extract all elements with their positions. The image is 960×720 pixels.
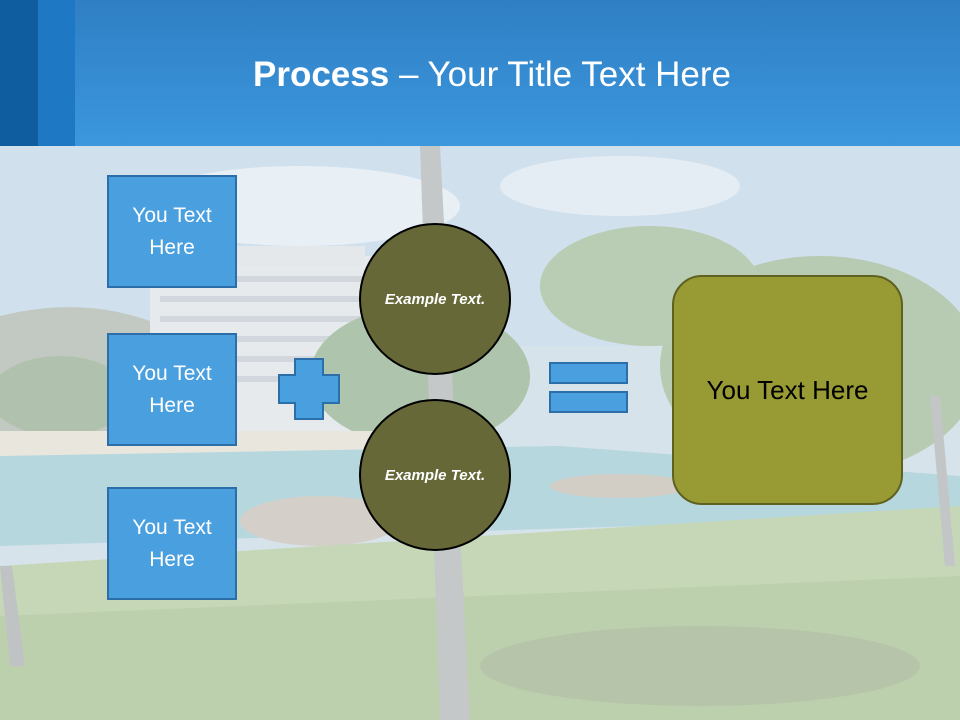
input-box-2: You Text Here xyxy=(107,333,237,446)
accent-strip-dark xyxy=(0,0,38,146)
slide-title-bold: Process xyxy=(253,55,390,94)
accent-strip-light xyxy=(38,0,75,146)
title-bar xyxy=(0,0,960,146)
example-circle-2: Example Text. xyxy=(359,399,511,551)
result-box: You Text Here xyxy=(672,275,903,505)
slide-title: Process – Your Title Text Here xyxy=(0,52,960,98)
slide-title-rest: – Your Title Text Here xyxy=(389,55,731,94)
input-box-3: You Text Here xyxy=(107,487,237,600)
input-box-1: You Text Here xyxy=(107,175,237,288)
example-circle-1: Example Text. xyxy=(359,223,511,375)
